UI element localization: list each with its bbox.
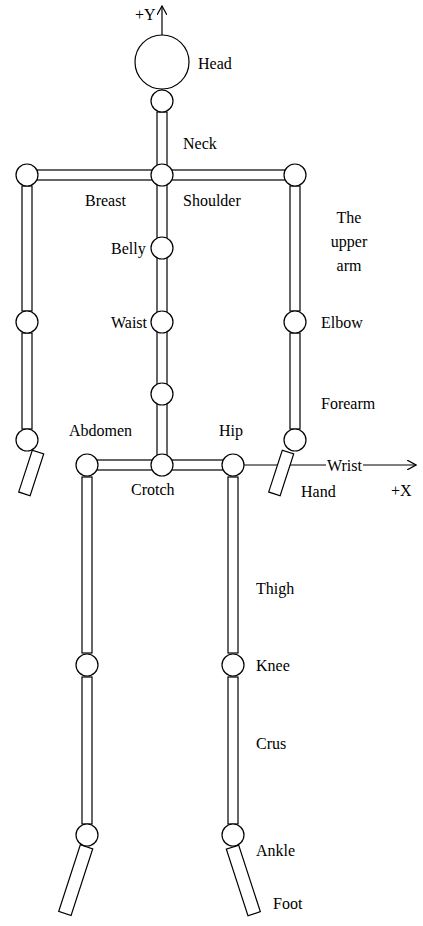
part-label: Neck [182,135,218,153]
hand-bone [269,450,294,496]
part-label: Thigh [255,580,295,598]
part-label: Foot [272,895,303,913]
part-label: Forearm [320,395,376,413]
part-label: Abdomen [68,422,133,440]
upper-arm-bone [290,186,300,311]
part-label: Head [197,55,233,73]
crus-bone [82,677,92,824]
part-label: Wrist [326,457,363,475]
forearm-bone [22,333,32,429]
part-label: Shoulder [182,192,242,210]
part-label: Crus [255,735,287,753]
part-label: Knee [255,657,291,675]
foot-bone [59,845,93,916]
joints [16,90,306,846]
forearm-bone [290,333,300,429]
thigh-bone [228,477,238,653]
part-label: Ankle [255,842,296,860]
upper-arm-bone [22,186,32,311]
part-label: Belly [110,240,147,258]
part-label: Breast [84,192,127,210]
crus-bone [228,677,238,824]
part-label: Elbow [320,314,364,332]
thigh-bone [82,477,92,653]
part-label: Hand [300,483,337,501]
hand-bone [19,450,44,496]
part-label: +X [390,482,413,500]
part-label: Waist [110,314,148,332]
part-label: The upper arm [322,206,376,278]
part-label: +Y [134,6,157,24]
part-label: Hip [218,422,244,440]
part-label: Crotch [130,481,176,499]
head-circle [135,35,189,89]
